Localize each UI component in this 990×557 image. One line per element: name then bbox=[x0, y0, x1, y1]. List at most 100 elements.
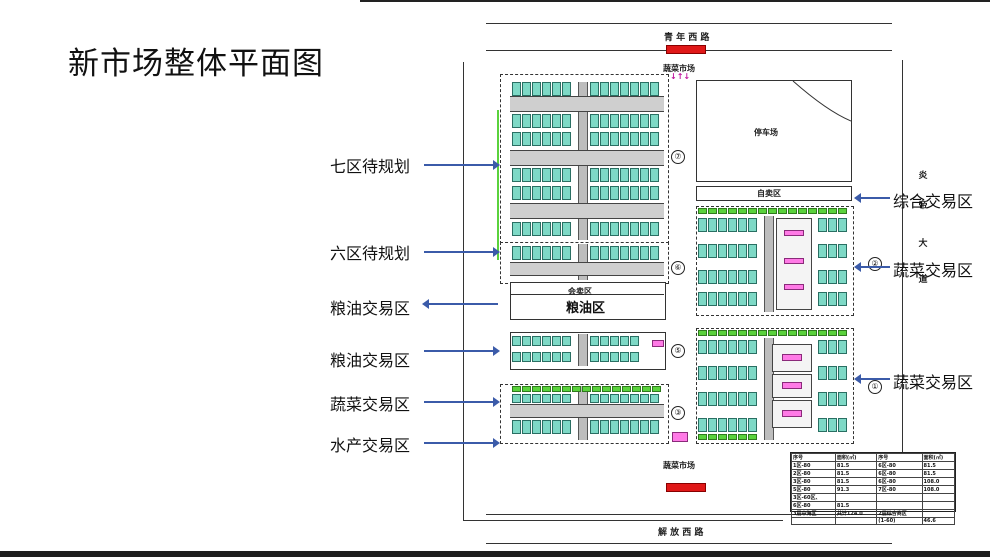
zone-2-stalls-f bbox=[818, 244, 847, 258]
legend-cell: 46.6 bbox=[921, 517, 956, 525]
zone-6-stalls-b bbox=[590, 246, 659, 260]
legend-row: 2区-80 81.5 6区-80 81.5 bbox=[791, 469, 956, 478]
legend-cell: 3区-60区、 bbox=[791, 493, 836, 502]
legend-row: 5区-80 91.3 7区-80 108.0 bbox=[791, 485, 956, 494]
zone-7-stalls-i bbox=[512, 186, 571, 200]
legend-cell: 108.0 bbox=[921, 485, 956, 494]
zone-7-green-edge bbox=[497, 110, 499, 260]
bottom-road-line-2 bbox=[486, 543, 892, 544]
north-market-label: 蔬菜市场 bbox=[663, 64, 695, 73]
top-rule bbox=[360, 0, 990, 2]
zone-7-stalls-e bbox=[512, 132, 571, 146]
legend-cell: 3层中海区 bbox=[791, 509, 836, 518]
right-road-line bbox=[902, 60, 903, 480]
zone-7-stalls-g bbox=[512, 168, 571, 182]
callout-arrow-zone-7 bbox=[424, 160, 500, 170]
zone-2-pink-2 bbox=[784, 258, 804, 264]
bottom-band bbox=[0, 551, 990, 557]
right-road-char-1: 炎 bbox=[918, 171, 928, 181]
grain-area-divider bbox=[510, 294, 664, 295]
legend-cell: 7区-80 bbox=[876, 485, 923, 494]
zone-3-number: ③ bbox=[671, 406, 685, 420]
legend-row: 3区-80 81.5 6区-80 108.0 bbox=[791, 477, 956, 486]
callout-zone-7: 七区待规划 bbox=[330, 157, 411, 176]
zone-3-stalls-a bbox=[512, 394, 571, 403]
legend-cell: 2层综合商区 bbox=[876, 509, 923, 518]
zone-7-stalls-j bbox=[590, 186, 659, 200]
callout-veg-right-2: 蔬菜交易区 bbox=[893, 373, 974, 392]
zone-1-stalls-f bbox=[818, 366, 847, 380]
callout-general: 综合交易区 bbox=[893, 192, 974, 211]
site-boundary bbox=[463, 62, 464, 520]
legend-row: 6区-80 81.5 bbox=[791, 501, 956, 510]
callout-arrow-zone-6 bbox=[424, 247, 500, 257]
zone-2-stalls-h bbox=[818, 292, 847, 306]
zone-5-aisle bbox=[578, 334, 588, 366]
zone-2-aisle bbox=[764, 216, 774, 312]
zone-3-strip bbox=[510, 404, 664, 418]
zone-1-pinkbox-2 bbox=[772, 374, 812, 398]
self-sale-label: 自卖区 bbox=[757, 189, 781, 198]
zone-3-pink bbox=[672, 432, 688, 442]
zone-7-strip-3 bbox=[510, 203, 664, 219]
right-road-char-4: 道 bbox=[918, 275, 928, 285]
zone-2-stalls-c bbox=[698, 270, 757, 284]
zone-1-stalls-g bbox=[818, 392, 847, 406]
bottom-road-label: 解 放 西 路 bbox=[658, 528, 704, 538]
zone-2-stalls-a bbox=[698, 218, 757, 232]
callout-arrow-veg-right-1 bbox=[854, 262, 890, 272]
callout-grain-1: 粮油交易区 bbox=[330, 299, 411, 318]
legend-cell: 序号 bbox=[876, 453, 923, 462]
legend-cell: 序号 bbox=[791, 453, 836, 462]
callout-arrow-grain-2 bbox=[424, 346, 500, 356]
top-road-line-1 bbox=[486, 23, 892, 24]
zone-1-stalls-h bbox=[818, 418, 847, 432]
legend-cell: 6区-80 bbox=[791, 501, 836, 510]
callout-zone-6: 六区待规划 bbox=[330, 244, 411, 263]
legend-table: 序号 面积(㎡) 序号 面积(㎡) 1区-80 81.5 6区-80 81.5 … bbox=[790, 452, 956, 525]
south-gate bbox=[666, 483, 706, 492]
legend-row: 3层中海区 共计124.0 2层综合商区 bbox=[791, 509, 956, 518]
parking-area bbox=[696, 80, 852, 182]
zone-1-stalls-a bbox=[698, 340, 757, 354]
zone-5-number: ⑤ bbox=[671, 344, 685, 358]
zone-7-stalls-a bbox=[512, 82, 571, 96]
callout-veg-right-1: 蔬菜交易区 bbox=[893, 261, 974, 280]
legend-cell bbox=[921, 501, 956, 510]
zone-1-stalls-b bbox=[698, 366, 757, 380]
right-road-char-2: 帝 bbox=[918, 201, 928, 211]
legend-cell: 81.5 bbox=[921, 469, 956, 478]
legend-cell: 面积(㎡) bbox=[834, 453, 878, 462]
zone-2-stalls-g bbox=[818, 270, 847, 284]
legend-cell: 81.5 bbox=[921, 461, 956, 470]
legend-cell: 108.0 bbox=[921, 477, 956, 486]
zone-6-stalls-a bbox=[512, 246, 571, 260]
zone-1-green-top bbox=[698, 330, 847, 336]
zone-1-number: ① bbox=[868, 380, 882, 394]
zone-3-stalls-d bbox=[590, 420, 659, 434]
zone-7-stalls-b bbox=[590, 82, 659, 96]
site-boundary-bottom bbox=[463, 520, 783, 521]
zone-7-number: ⑦ bbox=[671, 150, 685, 164]
callout-arrow-veg-left bbox=[424, 397, 500, 407]
legend-row: (1-60) 46.6 bbox=[791, 517, 956, 525]
legend-cell: 6区-80 bbox=[876, 469, 923, 478]
zone-2-stalls-d bbox=[698, 292, 757, 306]
zone-7-stalls-d bbox=[590, 114, 659, 128]
zone-3-stalls-b bbox=[590, 394, 659, 403]
grain-area-label: 粮油区 bbox=[566, 301, 606, 316]
zone-3-green-top bbox=[512, 386, 661, 392]
legend-cell bbox=[921, 493, 956, 502]
zone-1-pink-2 bbox=[782, 382, 802, 389]
zone-7-stalls-h bbox=[590, 168, 659, 182]
zone-6-number: ⑥ bbox=[671, 261, 685, 275]
zone-7-strip-2 bbox=[510, 150, 664, 166]
zone-2-green-top bbox=[698, 208, 847, 214]
page-title: 新市场整体平面图 bbox=[68, 46, 324, 82]
zone-5-pink bbox=[652, 340, 664, 347]
top-road-label: 青 年 西 路 bbox=[664, 33, 710, 43]
north-gate bbox=[666, 45, 706, 54]
zone-1-pink-1 bbox=[782, 354, 802, 361]
callout-arrow-aquatic bbox=[424, 438, 500, 448]
legend-cell bbox=[921, 509, 956, 518]
